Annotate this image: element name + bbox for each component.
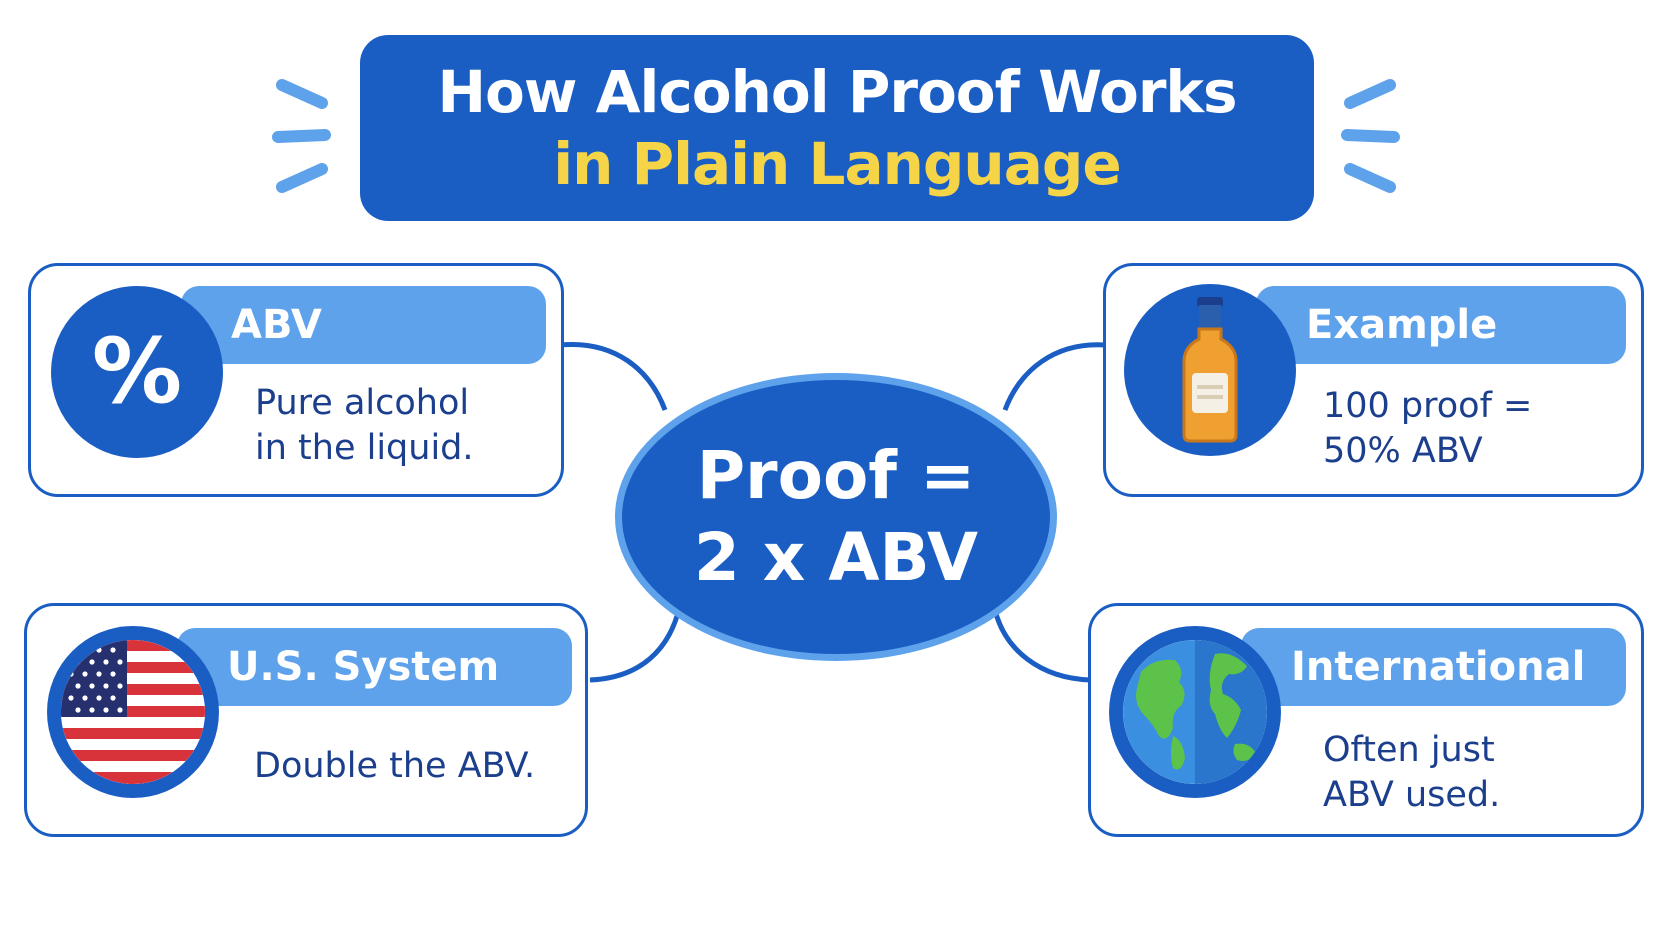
- burst-lines-right: [1341, 79, 1400, 193]
- card-international-body-line-1: Often just: [1323, 730, 1495, 770]
- connector-example: [1002, 342, 1106, 411]
- title-line-1: How Alcohol Proof Works: [437, 58, 1237, 126]
- card-example-body-line-2: 50% ABV: [1323, 431, 1483, 471]
- connector-abv: [559, 341, 668, 411]
- card-us-system: U.S. System Double the ABV.: [24, 603, 588, 837]
- card-abv-header: ABV: [181, 286, 546, 364]
- card-abv-body-line-1: Pure alcohol: [255, 383, 470, 423]
- card-example-body-line-1: 100 proof =: [1323, 386, 1533, 426]
- card-abv-body-line-2: in the liquid.: [255, 428, 474, 468]
- card-international-body-line-2: ABV used.: [1323, 775, 1501, 815]
- us-flag-graphic: [61, 640, 205, 784]
- globe-graphic: [1123, 640, 1267, 784]
- card-international-header: International: [1241, 628, 1626, 706]
- card-example-title: Example: [1306, 302, 1498, 348]
- central-formula: Proof = 2 x ABV: [615, 373, 1057, 661]
- card-us-system-body-line-1: Double the ABV.: [254, 746, 536, 786]
- card-us-system-body: Double the ABV.: [254, 744, 535, 789]
- liquor-bottle-icon: [1124, 284, 1296, 456]
- card-us-system-header: U.S. System: [177, 628, 572, 706]
- title-banner: How Alcohol Proof Works in Plain Languag…: [360, 35, 1314, 221]
- percent-icon: %: [51, 286, 223, 458]
- burst-lines-left: [272, 79, 331, 193]
- card-international-title: International: [1291, 644, 1586, 690]
- percent-glyph: %: [91, 319, 183, 424]
- globe-disc: [1123, 640, 1267, 784]
- card-us-system-title: U.S. System: [227, 644, 500, 690]
- card-example: Example 100 proof = 50% ABV: [1103, 263, 1644, 497]
- card-example-body: 100 proof = 50% ABV: [1323, 384, 1532, 474]
- central-formula-line-1: Proof =: [696, 437, 976, 514]
- central-formula-line-2: 2 x ABV: [693, 519, 979, 596]
- title-line-2: in Plain Language: [553, 130, 1121, 198]
- card-example-header: Example: [1256, 286, 1626, 364]
- card-abv: ABV Pure alcohol in the liquid. %: [28, 263, 564, 497]
- connector-us: [589, 604, 683, 683]
- card-international-body: Often just ABV used.: [1323, 728, 1500, 818]
- card-abv-body: Pure alcohol in the liquid.: [255, 381, 474, 471]
- card-international: International Often just ABV used.: [1088, 603, 1644, 837]
- globe-icon: [1109, 626, 1281, 798]
- liquor-bottle-graphic: [1182, 297, 1238, 443]
- card-abv-title: ABV: [231, 302, 322, 348]
- connector-international: [992, 609, 1091, 683]
- us-flag-disc: [61, 640, 205, 784]
- us-flag-icon: [47, 626, 219, 798]
